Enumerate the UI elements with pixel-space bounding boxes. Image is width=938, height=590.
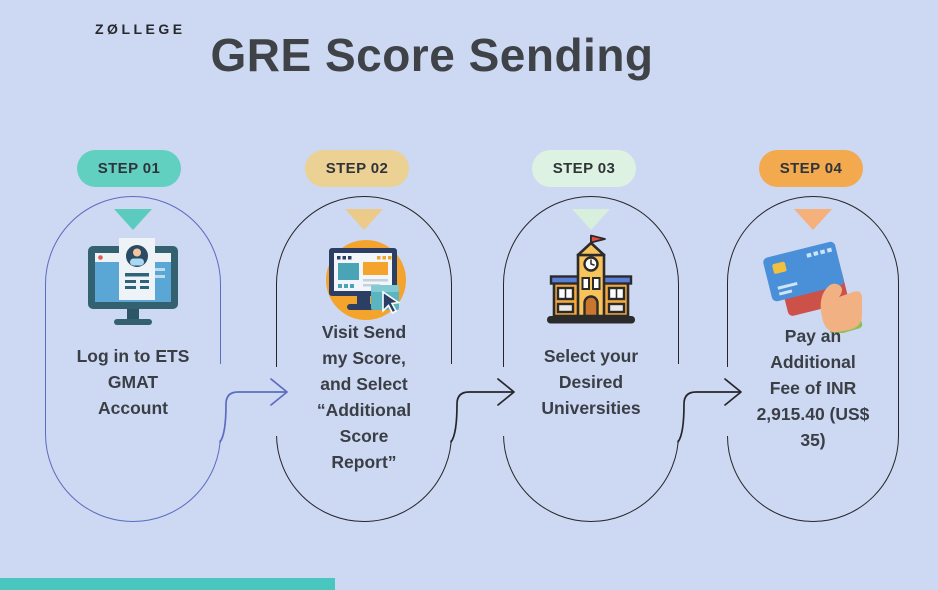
triangle-down-icon <box>572 209 610 230</box>
step-04-badge: STEP 04 <box>759 150 863 187</box>
border-gap <box>272 367 281 436</box>
credit-card-hand-icon <box>763 241 863 333</box>
border-gap <box>215 364 224 440</box>
login-monitor-icon <box>88 238 178 325</box>
step-01-capsule: Log in to ETS GMAT Account <box>45 196 221 522</box>
send-score-monitor-icon <box>326 240 406 320</box>
step-04-capsule: Pay an Additional Fee of INR 2,915.40 (U… <box>727 196 899 522</box>
border-gap <box>723 367 732 436</box>
step-02-text: Visit Send my Score, and Select “Additio… <box>316 322 412 472</box>
triangle-down-icon <box>114 209 152 230</box>
triangle-down-icon <box>345 209 383 230</box>
step-01-text: Log in to ETS GMAT Account <box>76 346 190 418</box>
step-03-badge: STEP 03 <box>532 150 636 187</box>
step-02-badge: STEP 02 <box>305 150 409 187</box>
step-01-badge: STEP 01 <box>77 150 181 187</box>
university-building-icon <box>547 234 635 324</box>
brand-logo: ZØLLEGE <box>95 21 186 37</box>
triangle-down-icon <box>794 209 832 230</box>
step-04-text: Pay an Additional Fee of INR 2,915.40 (U… <box>756 326 870 450</box>
step-02-capsule: Visit Send my Score, and Select “Additio… <box>276 196 452 522</box>
footer-accent-bar <box>0 578 335 590</box>
step-03-capsule: Select your Desired Universities <box>503 196 679 522</box>
step-03-text: Select your Desired Universities <box>541 346 641 418</box>
border-gap <box>673 364 682 440</box>
border-gap <box>499 367 508 436</box>
border-gap <box>446 364 455 440</box>
page-title: GRE Score Sending <box>210 29 654 81</box>
